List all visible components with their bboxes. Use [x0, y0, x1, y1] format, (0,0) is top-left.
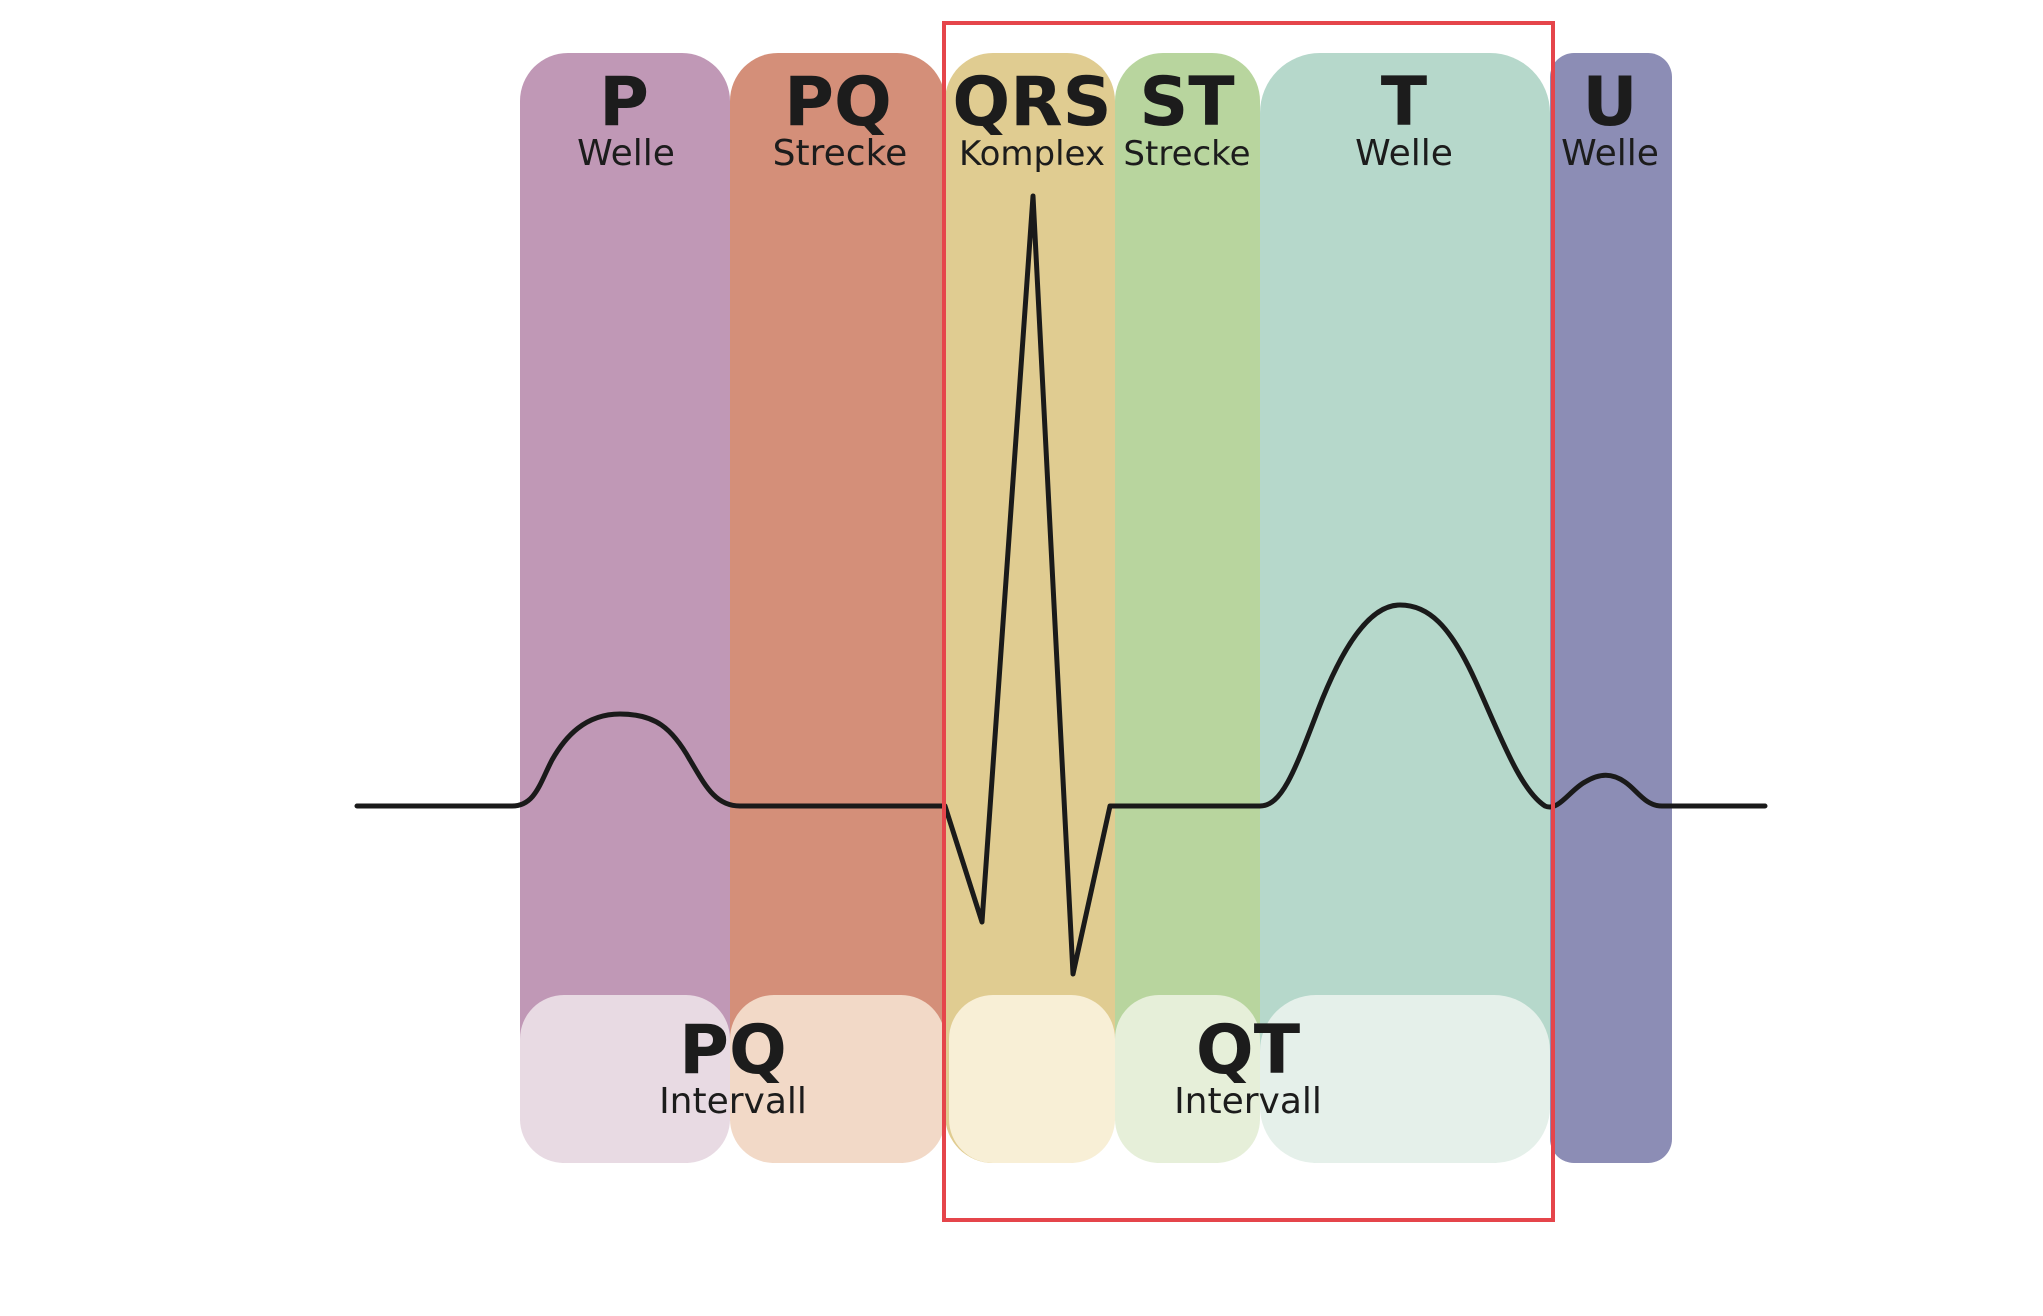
ecg-trace — [354, 193, 1768, 977]
label-qt-intervall-title: QT — [1196, 1011, 1301, 1090]
interval-labels: PQ Intervall QT Intervall — [659, 1011, 1322, 1122]
band-qrs-komplex — [945, 53, 1115, 1163]
label-pq-intervall-subtitle: Intervall — [659, 1081, 807, 1122]
label-pq-subtitle: Strecke — [773, 133, 908, 174]
box-pq-intervall-a — [520, 995, 730, 1163]
band-u-welle — [1550, 53, 1672, 1163]
label-u-subtitle: Welle — [1561, 133, 1659, 174]
label-qt-intervall-subtitle: Intervall — [1174, 1081, 1322, 1122]
label-p-subtitle: Welle — [577, 133, 675, 174]
label-qrs-subtitle: Komplex — [959, 134, 1105, 174]
interval-boxes — [520, 995, 1550, 1163]
label-p-title: P — [599, 63, 649, 142]
qt-highlight-frame — [942, 21, 1555, 1222]
band-pq-strecke — [730, 53, 945, 1163]
band-p-welle — [520, 53, 730, 1163]
box-qt-intervall-b — [1115, 995, 1260, 1163]
box-pq-intervall-b — [730, 995, 945, 1163]
label-st-title: ST — [1139, 63, 1235, 142]
segment-labels: P Welle PQ Strecke QRS Komplex ST Streck… — [577, 63, 1659, 174]
label-t-title: T — [1381, 63, 1428, 142]
label-qrs-title: QRS — [952, 63, 1111, 142]
label-t-subtitle: Welle — [1355, 133, 1453, 174]
box-qt-intervall-c — [1260, 995, 1550, 1163]
box-qt-intervall-a — [949, 995, 1115, 1163]
band-t-welle — [1260, 53, 1550, 1163]
label-pq-title: PQ — [784, 63, 892, 142]
label-u-title: U — [1582, 63, 1637, 142]
segment-bands — [520, 53, 1672, 1163]
band-st-strecke — [1115, 53, 1260, 1163]
label-pq-intervall-title: PQ — [679, 1011, 787, 1090]
label-st-subtitle: Strecke — [1123, 134, 1250, 174]
